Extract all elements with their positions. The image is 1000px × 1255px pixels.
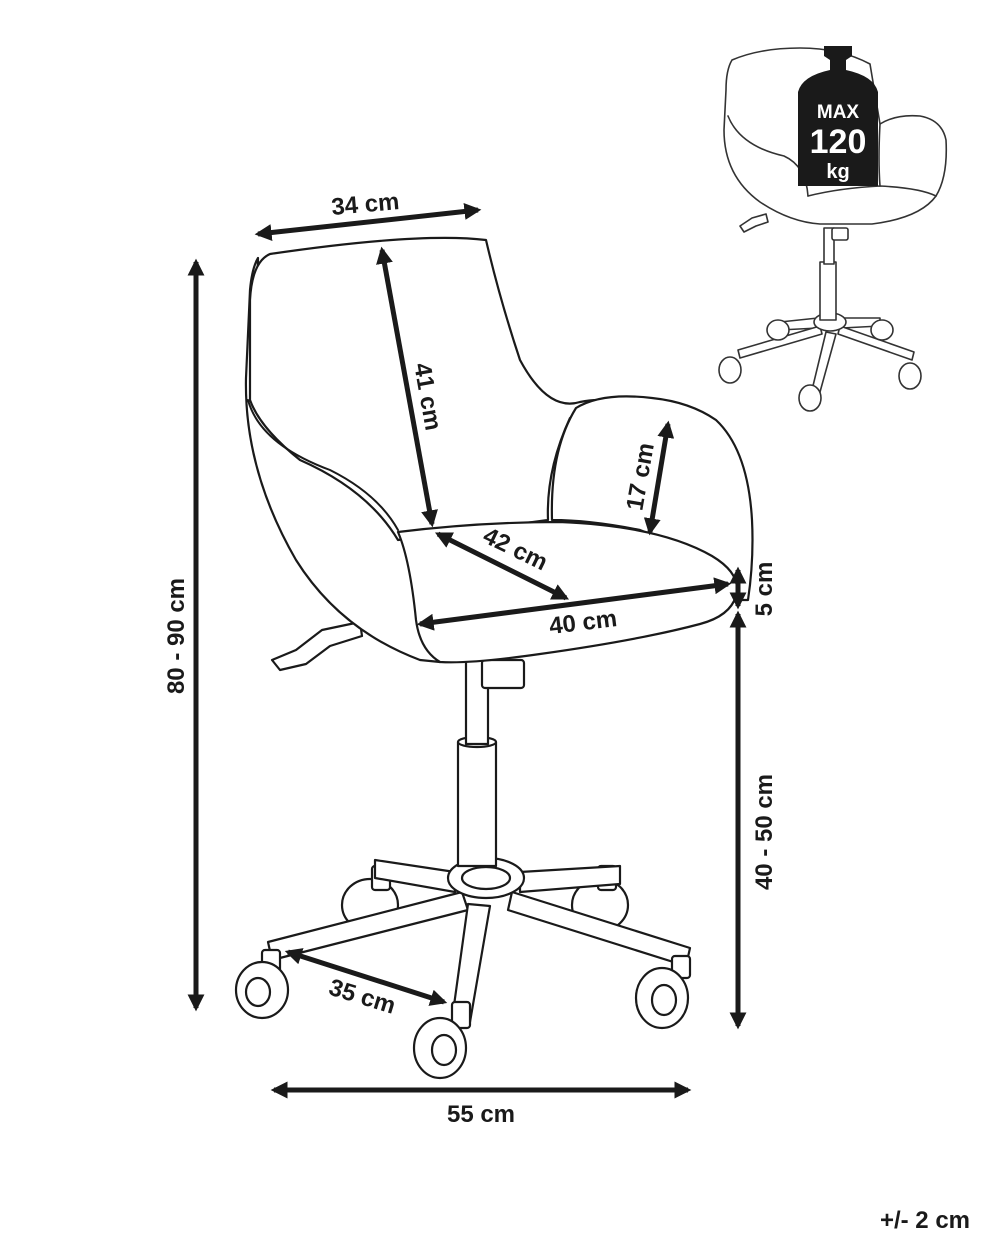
star-base [266, 856, 692, 1024]
max-load-line1: MAX [817, 102, 860, 123]
label-seat-back-width: 34 cm [330, 188, 400, 221]
label-total-height: 80 - 90 cm [163, 578, 190, 694]
gas-cylinder [456, 658, 526, 868]
label-base-width: 55 cm [447, 1101, 515, 1128]
tolerance-note: +/- 2 cm [880, 1207, 970, 1234]
chair-drawing [234, 236, 754, 1080]
seat-cushion [396, 520, 739, 664]
dim-line-seat-back-width [254, 203, 482, 241]
max-load-line3: kg [826, 161, 849, 183]
label-seat-height: 40 - 50 cm [751, 774, 778, 890]
label-seat-thickness: 5 cm [751, 562, 778, 617]
height-lever [270, 620, 364, 672]
dim-line-leg-length [284, 948, 448, 1006]
max-load-line2: 120 [810, 123, 867, 161]
dim-line-armrest-height [643, 420, 675, 536]
front-casters [234, 948, 692, 1080]
dimension-lines [187, 203, 747, 1099]
weight-icon [798, 46, 878, 186]
dim-line-seat-width [416, 577, 732, 631]
load-capacity-illustration: MAX 120 kg [718, 46, 948, 412]
label-leg-length: 35 cm [326, 974, 399, 1020]
dim-line-backrest-height [376, 246, 438, 528]
